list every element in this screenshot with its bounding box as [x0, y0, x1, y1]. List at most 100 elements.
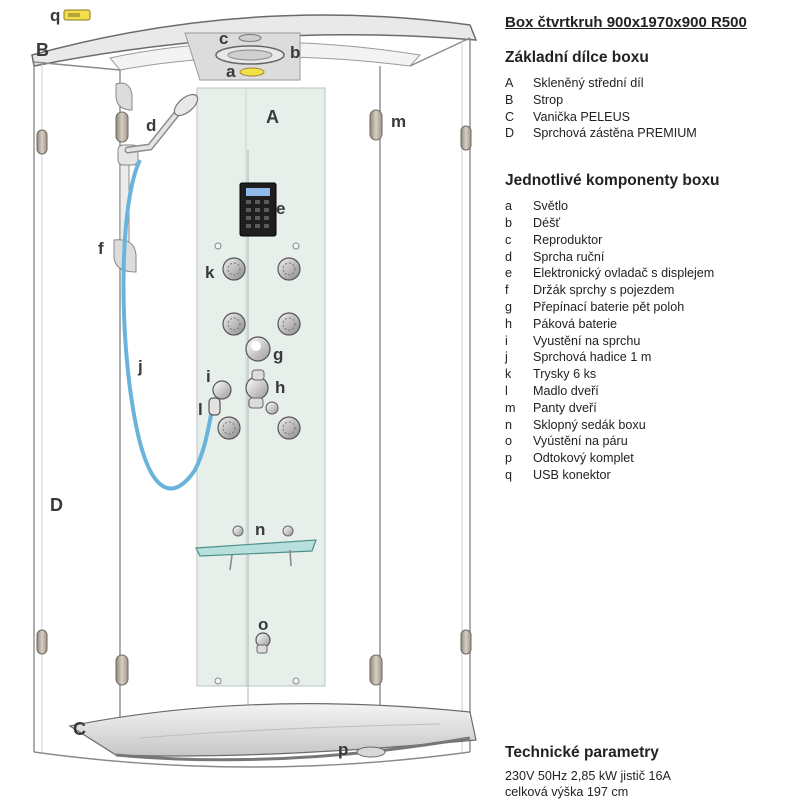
legend-label: Sprchová zástěna PREMIUM — [533, 126, 697, 141]
massage-jets — [217, 257, 301, 440]
legend-item-k: k Trysky 6 ks — [505, 366, 797, 383]
legend-label: Sklopný sedák boxu — [533, 417, 646, 432]
legend-label: USB konektor — [533, 467, 611, 482]
steam-outlet — [255, 632, 271, 654]
callout-C: C — [73, 719, 86, 739]
callout-labels: q B c b a A d m e f k g j i h l D n o C … — [36, 6, 406, 759]
legend-panel: Box čtvrtkruh 900x1970x900 R500 Základní… — [505, 14, 797, 484]
callout-k: k — [205, 263, 215, 282]
usb-connector — [63, 9, 91, 21]
legend-key: B — [505, 92, 514, 107]
callout-m: m — [391, 112, 406, 131]
legend-key: e — [505, 266, 513, 281]
technical-heading: Technické parametry — [505, 744, 659, 761]
legend-label: Déšť — [533, 215, 561, 230]
legend-item-o: o Vyústění na páru — [505, 433, 797, 450]
control-panel — [239, 182, 277, 237]
callout-g: g — [273, 345, 283, 364]
callout-h: h — [275, 378, 285, 397]
legend-key: n — [505, 417, 513, 432]
legend-label: Skleněný střední díl — [533, 76, 644, 90]
legend-label: Reproduktor — [533, 232, 603, 247]
legend-key: p — [505, 451, 513, 466]
callout-j: j — [137, 357, 143, 376]
shower-tray — [68, 703, 477, 762]
legend-label: Trysky 6 ks — [533, 367, 597, 382]
speaker — [238, 34, 262, 42]
legend-item-l: l Madlo dveří — [505, 383, 797, 400]
legend-key: f — [505, 283, 509, 298]
legend-key: m — [505, 400, 516, 415]
diverter-valve — [245, 336, 271, 362]
drain — [356, 746, 386, 758]
legend-label: Madlo dveří — [533, 383, 599, 398]
legend-label: Panty dveří — [533, 400, 597, 415]
legend-label: Strop — [533, 92, 564, 107]
legend-label: Vyústění na páru — [533, 434, 628, 449]
panel-fixings — [214, 242, 300, 685]
callout-B: B — [36, 40, 49, 60]
legend-key: C — [505, 109, 515, 124]
folding-seat — [195, 525, 317, 571]
callout-a: a — [226, 62, 236, 81]
legend-label: Přepínací baterie pět poloh — [533, 299, 685, 314]
legend-item-p: p Odtokový komplet — [505, 450, 797, 467]
legend-item-B: B Strop — [505, 92, 797, 109]
legend-key: l — [505, 383, 508, 398]
legend-label: Vyustění na sprchu — [533, 333, 641, 348]
legend-item-g: g Přepínací baterie pět poloh — [505, 299, 797, 316]
legend-item-A: A Skleněný střední díl — [505, 75, 797, 92]
legend-label: Sprchová hadice 1 m — [533, 350, 652, 365]
rain-shower-head — [215, 45, 285, 65]
callout-l: l — [198, 400, 203, 419]
basic-parts-heading: Základní dílce boxu — [505, 49, 649, 66]
hand-shower — [124, 93, 199, 154]
legend-label: Elektronický ovladač s displejem — [533, 266, 715, 281]
legend-key: j — [505, 350, 508, 365]
callout-c: c — [219, 29, 228, 48]
lever-mixer — [245, 369, 279, 415]
callout-D: D — [50, 495, 63, 515]
legend-key: o — [505, 434, 513, 449]
technical-line: celková výška 197 cm — [505, 785, 629, 799]
legend-key: h — [505, 316, 513, 331]
technical-section: Technické parametry 230V 50Hz 2,85 kW ji… — [505, 744, 797, 800]
legend-key: q — [505, 467, 513, 482]
callout-n: n — [255, 520, 265, 539]
legend-label: Sprcha ruční — [533, 249, 605, 264]
legend-item-D: D Sprchová zástěna PREMIUM — [505, 125, 797, 142]
legend-key: k — [505, 367, 512, 382]
callout-A: A — [266, 107, 279, 127]
legend-key: g — [505, 299, 513, 314]
technical-line: 230V 50Hz 2,85 kW jistič 16A — [505, 769, 671, 783]
callout-i: i — [206, 367, 211, 386]
callout-q: q — [50, 6, 60, 25]
legend-item-n: n Sklopný sedák boxu — [505, 417, 797, 434]
legend-key: A — [505, 76, 514, 90]
legend-label: Držák sprchy s pojezdem — [533, 283, 675, 298]
ceiling-light — [239, 67, 265, 77]
legend-label: Odtokový komplet — [533, 451, 634, 466]
legend-label: Světlo — [533, 199, 569, 214]
legend-key: D — [505, 126, 515, 141]
callout-f: f — [98, 239, 104, 258]
legend-item-q: q USB konektor — [505, 467, 797, 484]
legend-item-j: j Sprchová hadice 1 m — [505, 349, 797, 366]
callout-p: p — [338, 740, 348, 759]
shower-hose — [121, 159, 214, 491]
legend-key: c — [505, 232, 512, 247]
basic-parts-section: Základní dílce boxu A Skleněný střední dí… — [505, 49, 797, 142]
callout-o: o — [258, 615, 268, 634]
shower-outlet — [212, 380, 232, 400]
callout-d: d — [146, 116, 156, 135]
legend-item-f: f Držák sprchy s pojezdem — [505, 282, 797, 299]
door-hinges — [36, 109, 472, 686]
legend-item-m: m Panty dveří — [505, 400, 797, 417]
callout-b: b — [290, 43, 300, 62]
